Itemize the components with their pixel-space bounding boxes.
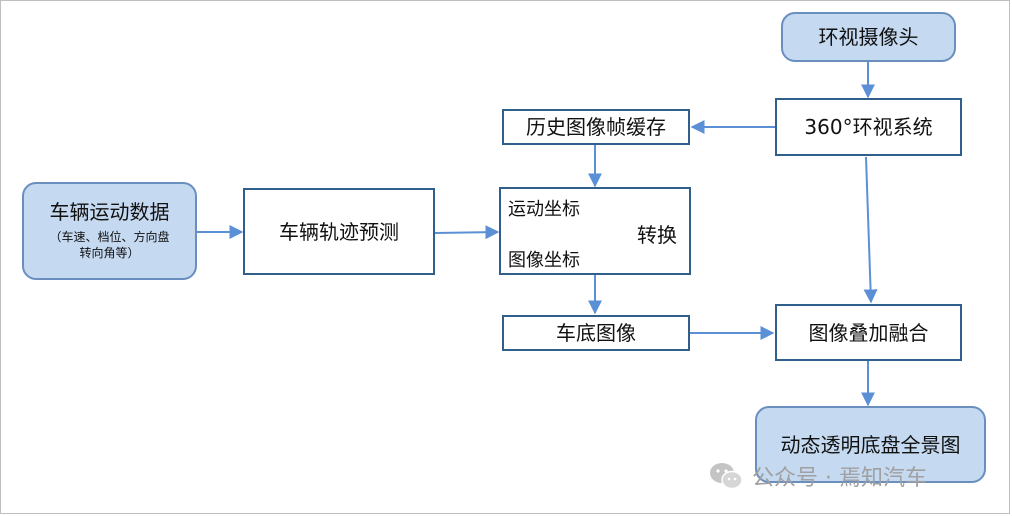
node-trajectory: 车辆轨迹预测 xyxy=(243,188,435,275)
node-surround-system: 360°环视系统 xyxy=(775,98,962,156)
convert-label: 转换 xyxy=(637,223,677,247)
node-vehicle-data-sub1: （车速、档位、方向盘 xyxy=(49,230,170,245)
wechat-icon xyxy=(710,463,743,490)
node-vehicle-data-sub2: 转向角等） xyxy=(79,246,140,260)
motion-coord-label: 运动坐标 xyxy=(508,199,580,220)
node-output-label: 动态透明底盘全景图 xyxy=(780,432,961,457)
node-history-buffer: 历史图像帧缓存 xyxy=(502,109,690,145)
node-output: 动态透明底盘全景图 xyxy=(755,406,986,483)
image-coord-label: 图像坐标 xyxy=(508,250,580,271)
node-surround-camera-label: 环视摄像头 xyxy=(818,25,919,49)
node-history-buffer-label: 历史图像帧缓存 xyxy=(526,115,666,139)
node-surround-system-label: 360°环视系统 xyxy=(804,115,933,139)
node-overlay: 图像叠加融合 xyxy=(775,304,962,361)
node-coordinate-convert xyxy=(499,187,691,275)
node-vehicle-data: 车辆运动数据 （车速、档位、方向盘 转向角等） xyxy=(22,182,197,280)
edge-trajectory-to-convert xyxy=(434,225,500,240)
node-vehicle-data-title: 车辆运动数据 xyxy=(49,200,170,225)
node-under-image-label: 车底图像 xyxy=(556,321,636,345)
watermark-text: 公众号 · 焉知汽车 xyxy=(752,466,927,491)
node-surround-camera: 环视摄像头 xyxy=(781,12,956,62)
node-under-image: 车底图像 xyxy=(502,315,690,351)
node-trajectory-label: 车辆轨迹预测 xyxy=(279,219,399,244)
node-overlay-label: 图像叠加融合 xyxy=(808,320,929,345)
edge-system-to-overlay xyxy=(863,156,878,304)
watermark: 公众号 · 焉知汽车 xyxy=(708,458,927,494)
